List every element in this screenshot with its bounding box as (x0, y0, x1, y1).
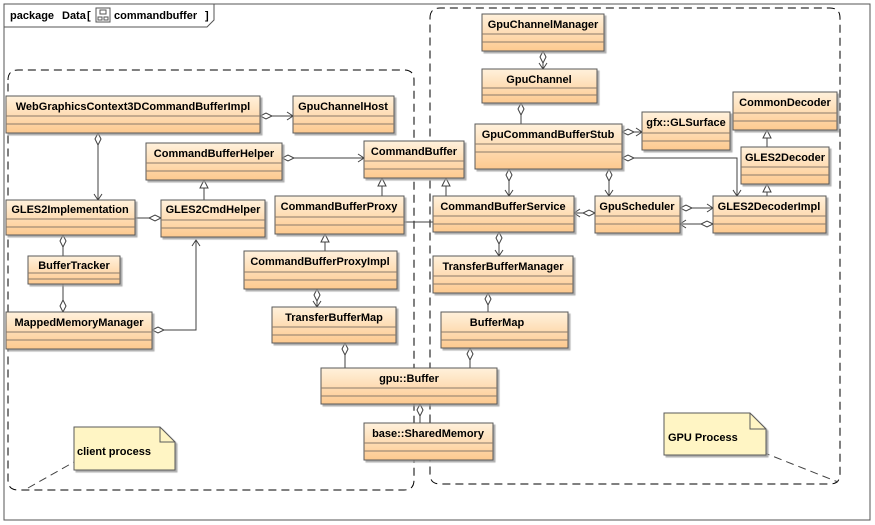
class-gpu-buffer: gpu::Buffer (320, 367, 498, 405)
class-name: CommandBufferHelper (154, 148, 275, 160)
class-command-buffer-helper: CommandBufferHelper (145, 142, 283, 181)
class-name: base::SharedMemory (372, 428, 485, 440)
class-name: CommonDecoder (739, 97, 831, 109)
package-name: Data (62, 10, 87, 22)
class-name: GpuChannelManager (488, 19, 599, 31)
class-command-buffer-proxy-impl: CommandBufferProxyImpl (243, 250, 398, 290)
class-transfer-buffer-map: TransferBufferMap (271, 306, 397, 344)
class-gpu-channel: GpuChannel (481, 68, 598, 104)
class-command-buffer-service: CommandBufferService (432, 195, 575, 233)
class-name: CommandBuffer (371, 146, 458, 158)
class-name: CommandBufferProxyImpl (250, 256, 389, 268)
note-text: GPU Process (668, 432, 738, 444)
class-gpu-channel-manager: GpuChannelManager (481, 13, 605, 52)
gpu-process-boundary (429, 7, 841, 485)
class-gfx-gl-surface: gfx::GLSurface (641, 111, 731, 151)
class-mapped-memory-manager: MappedMemoryManager (5, 311, 153, 350)
class-name: gfx::GLSurface (646, 117, 725, 129)
class-name: MappedMemoryManager (15, 317, 145, 329)
class-name: GLES2Decoder (745, 152, 826, 164)
class-common-decoder: CommonDecoder (732, 91, 838, 131)
class-name: TransferBufferManager (442, 261, 564, 273)
class-gles2-implementation: GLES2Implementation (5, 199, 136, 236)
class-name: gpu::Buffer (379, 373, 440, 385)
class-buffer-tracker: BufferTracker (27, 255, 121, 285)
class-command-buffer-proxy: CommandBufferProxy (274, 195, 405, 235)
package-keyword: package (10, 10, 54, 22)
diagram-name: commandbuffer (114, 10, 198, 22)
class-gpu-channel-host: GpuChannelHost (292, 95, 395, 134)
class-name: CommandBufferProxy (281, 201, 399, 213)
edges (27, 49, 839, 489)
class-gles2-decoder-impl: GLES2DecoderImpl (712, 195, 827, 234)
class-gles2-decoder: GLES2Decoder (740, 146, 830, 185)
class-name: GLES2DecoderImpl (718, 201, 821, 213)
class-name: GLES2CmdHelper (166, 204, 261, 216)
note-gpu-process: GPU Process (663, 412, 767, 456)
class-name: GpuScheduler (599, 201, 675, 213)
class-name: TransferBufferMap (285, 312, 383, 324)
note-client-process: client process (73, 426, 176, 471)
class-name: BufferMap (470, 317, 525, 329)
class-diagram-icon (95, 7, 111, 23)
class-name: CommandBufferService (440, 201, 565, 213)
class-name: GpuCommandBufferStub (482, 129, 615, 141)
class-gles2-cmd-helper: GLES2CmdHelper (160, 199, 266, 238)
package-frame: package Data [ commandbuffer ] (3, 3, 871, 521)
class-gpu-command-buffer-stub: GpuCommandBufferStub (474, 123, 623, 170)
package-open-bracket: [ (87, 10, 91, 22)
note-text: client process (77, 446, 151, 458)
class-name: BufferTracker (38, 260, 110, 272)
class-webgraphics-context3d-command-buffer-impl: WebGraphicsContext3DCommandBufferImpl (5, 95, 261, 134)
class-name: GpuChannel (506, 74, 571, 86)
class-name: GLES2Implementation (11, 204, 129, 216)
package-close-bracket: ] (205, 10, 209, 22)
class-name: WebGraphicsContext3DCommandBufferImpl (16, 101, 251, 113)
class-name: GpuChannelHost (298, 101, 388, 113)
client-process-boundary (7, 69, 415, 491)
class-transfer-buffer-manager: TransferBufferManager (432, 255, 574, 294)
class-buffer-map: BufferMap (440, 311, 569, 349)
class-base-shared-memory: base::SharedMemory (363, 422, 494, 461)
class-command-buffer: CommandBuffer (363, 140, 465, 179)
class-gpu-scheduler: GpuScheduler (594, 195, 681, 234)
